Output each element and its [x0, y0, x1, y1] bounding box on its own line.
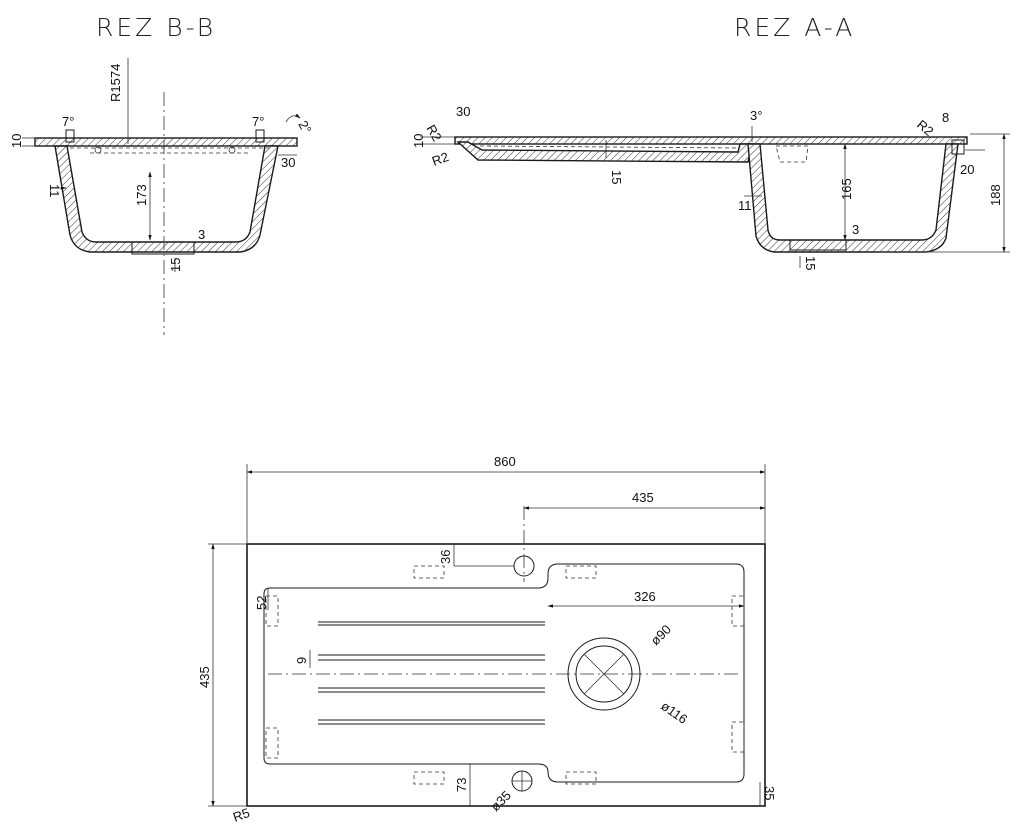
- clip-bottom-right: [565, 771, 597, 785]
- section-a-a: REZ A-A R2 R2 R2 30 10 15 3° 8 20 165 18…: [411, 13, 1010, 270]
- plan-clips: [265, 565, 745, 785]
- section-a-r-left-bottom: R2: [430, 149, 451, 169]
- section-a-side-label: 20: [960, 162, 974, 177]
- plan-overflow-edge: 73: [454, 778, 469, 792]
- clip-right-bottom: [731, 721, 745, 753]
- section-a-depth-label: 165: [839, 178, 854, 200]
- section-a-drainer: [456, 141, 753, 163]
- plan-overall-depth: 435: [197, 666, 212, 688]
- clip-left-top: [265, 595, 279, 627]
- plan-overflow-diameter: ø35: [488, 788, 514, 814]
- section-a-title: REZ A-A: [734, 13, 855, 42]
- groove-3: [318, 687, 545, 693]
- section-a-wall-label: 11: [738, 198, 752, 213]
- section-b-rim: [34, 137, 298, 147]
- groove-1: [318, 621, 545, 626]
- plan-corner-offset: 35: [762, 786, 777, 800]
- plan-tap-offset: 435: [632, 490, 654, 505]
- section-b-radius-label: R1574: [108, 64, 123, 102]
- section-a-r-left-top: R2: [423, 122, 444, 144]
- section-b-drain: [131, 241, 195, 255]
- plan-waste-outer: [567, 637, 641, 711]
- section-a-drain-label: 15: [803, 256, 818, 270]
- clip-top-right: [565, 565, 597, 579]
- clip-bottom-left: [413, 771, 445, 785]
- section-a-angle-label: 3°: [750, 108, 762, 123]
- section-b-b: REZ B-B R1574 7° 7° 2° 10 30 11 173 3 15: [9, 13, 315, 335]
- plan-outline: [246, 543, 766, 807]
- section-a-rim-label: 10: [411, 134, 426, 148]
- section-a-height-label: 188: [988, 184, 1003, 206]
- section-b-clip-right: [255, 129, 265, 143]
- plan-grooves: [318, 621, 545, 725]
- section-b-ledge-label: 30: [281, 155, 295, 170]
- clip-top-left: [413, 565, 445, 579]
- section-b-bowl: [54, 145, 279, 253]
- plan-waste-outer-diameter: ø116: [658, 698, 690, 727]
- section-b-clip-left: [65, 129, 75, 143]
- plan-groove: 9: [294, 657, 309, 664]
- section-b-drain-label: 15: [168, 258, 183, 272]
- plan-tap-edge: 36: [438, 550, 453, 564]
- groove-2: [318, 654, 545, 661]
- plan-waste-cross-2: [583, 653, 625, 695]
- groove-4: [318, 719, 545, 725]
- section-a-edge-clip: [951, 139, 965, 155]
- section-a-hidden-lines: [479, 145, 809, 163]
- section-a-ledge-left: 30: [456, 104, 470, 119]
- section-a-bowl: [747, 143, 959, 253]
- section-b-hole-right: [228, 146, 236, 154]
- section-b-angle-left: 7°: [62, 114, 74, 129]
- plan-bowl-width: 326: [634, 589, 656, 604]
- section-a-drain: [789, 239, 847, 251]
- clip-right-top: [731, 595, 745, 627]
- section-b-tilt-arc: [285, 113, 301, 123]
- section-b-floor-label: 3: [198, 227, 205, 242]
- section-b-hole-left: [94, 146, 102, 154]
- section-a-top-right: 8: [942, 110, 949, 125]
- section-b-hidden-lines: [70, 147, 270, 154]
- section-a-thickness-label: 15: [609, 170, 624, 184]
- plan-overall-width: 860: [494, 454, 516, 469]
- section-a-r-right: R2: [914, 117, 936, 139]
- section-b-wall-label: 11: [47, 184, 62, 198]
- plan-bowl-outline: [263, 563, 745, 783]
- clip-left-bottom: [265, 727, 279, 759]
- section-b-title: REZ B-B: [96, 13, 216, 42]
- section-b-angle-right: 7°: [252, 114, 264, 129]
- plan-corner-radius: R5: [231, 805, 252, 825]
- section-b-rim-label: 10: [9, 134, 24, 148]
- section-b-angle-tilt: 2°: [295, 118, 314, 136]
- section-b-depth-label: 173: [134, 184, 149, 206]
- plan-clip-offset: 52: [254, 596, 269, 610]
- plan-waste-inner: [575, 645, 633, 703]
- section-a-rim: [454, 136, 968, 145]
- section-a-floor-label: 3: [852, 222, 859, 237]
- plan-waste-diameter: ø90: [648, 622, 674, 648]
- plan-view: 860 435 326 435 36 52 9 73 ø90 ø116 ø35 …: [197, 454, 777, 825]
